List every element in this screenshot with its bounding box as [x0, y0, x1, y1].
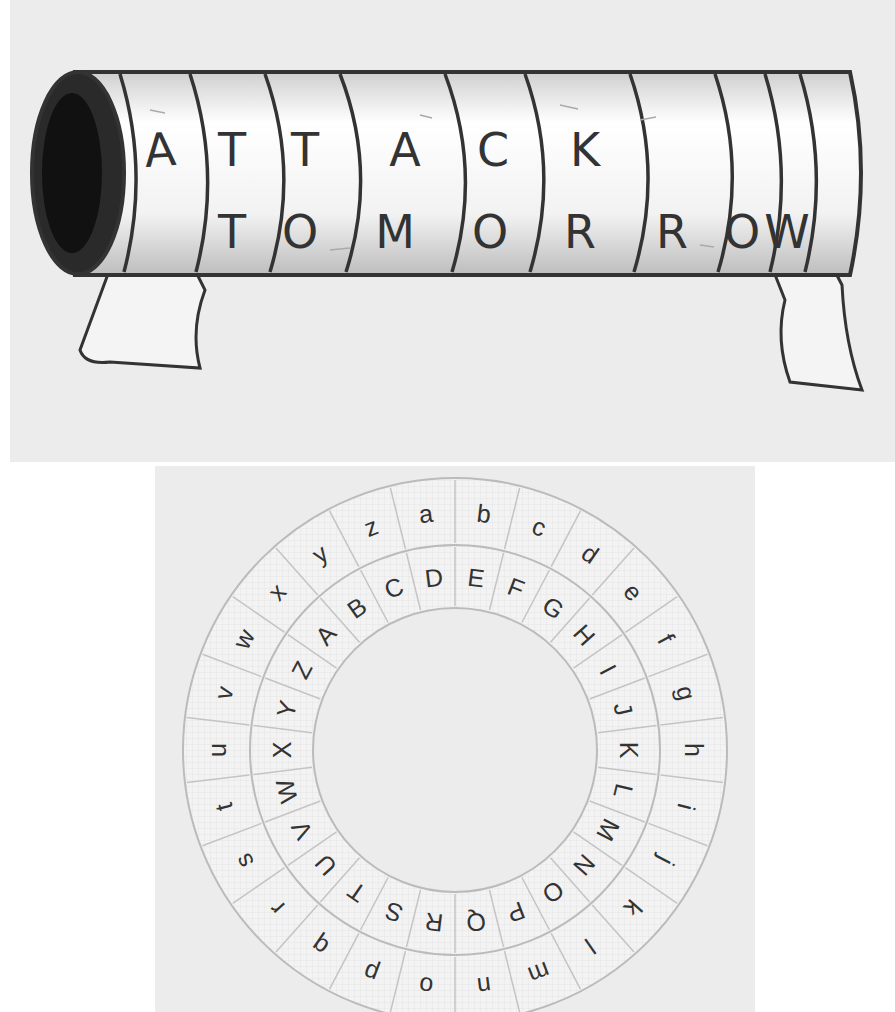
strip-letter: O — [282, 209, 318, 255]
strip-letter: R — [564, 209, 596, 255]
wheel-hole — [313, 608, 597, 892]
strip-letter: W — [764, 209, 809, 255]
strip-letter: M — [375, 209, 415, 255]
strip-letter: A — [389, 127, 420, 173]
strip-letter: A — [143, 126, 178, 174]
cipher-letter: X — [270, 742, 295, 759]
strip-letter: K — [570, 127, 600, 173]
strip-letter: T — [218, 127, 246, 173]
rod-end — [32, 72, 124, 274]
strip-letter: O — [472, 209, 508, 255]
plain-letter: n — [475, 973, 492, 999]
sector-dividers — [187, 480, 723, 1012]
outer-wheel — [183, 478, 727, 1012]
cipher-letter: D — [424, 565, 445, 592]
strip-end — [770, 262, 862, 390]
inner-wheel — [250, 545, 660, 955]
strip-letter: T — [291, 127, 319, 173]
cipher-letter: K — [616, 742, 641, 759]
strip-letter: O — [724, 209, 760, 255]
cipher-letter: Q — [465, 908, 487, 935]
strip-letter: R — [656, 209, 688, 255]
scytale-rod — [75, 72, 861, 275]
plain-letter: b — [475, 500, 492, 526]
strip-turns — [120, 74, 816, 272]
cipher-letter: E — [466, 565, 486, 592]
rod-hole — [42, 93, 102, 253]
plain-letter: h — [681, 743, 706, 757]
plain-letter: u — [205, 743, 230, 757]
strip-letter: T — [218, 209, 246, 255]
top-panel — [10, 0, 895, 462]
strip-letter: C — [477, 127, 509, 173]
cipher-letter: R — [424, 908, 445, 935]
